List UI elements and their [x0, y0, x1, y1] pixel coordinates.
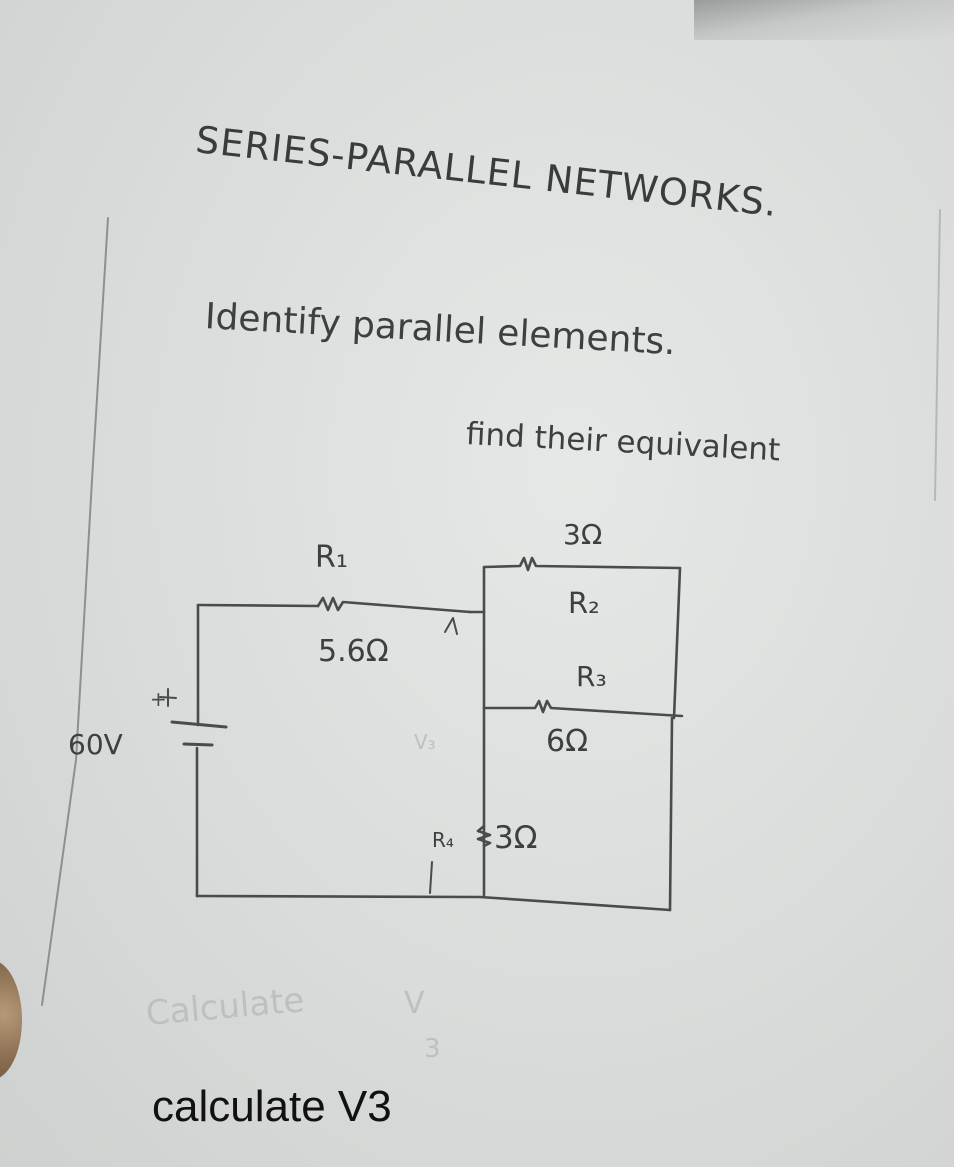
r4-value-label: 3Ω [494, 820, 538, 856]
finger-edge [0, 960, 22, 1080]
r2-name-label: R₂ [568, 586, 600, 620]
faint-v3-label: V₃ [414, 730, 436, 754]
r2-value-label: 3Ω [563, 518, 603, 551]
source-positive-sign: + [150, 687, 167, 711]
r4-name-label: R₄ [432, 828, 454, 852]
r3-name-label: R₃ [576, 660, 607, 693]
r3-value-label: 6Ω [546, 724, 589, 759]
r1-value-label: 5.6Ω [318, 634, 389, 669]
source-voltage-label: 60V [68, 728, 123, 761]
faint-note-subscript: 3 [424, 1034, 441, 1064]
board-frame-edge [694, 0, 954, 40]
caption-text: calculate V3 [152, 1082, 392, 1131]
r1-name-label: R₁ [315, 540, 348, 575]
faint-note-symbol: V [404, 986, 425, 1021]
